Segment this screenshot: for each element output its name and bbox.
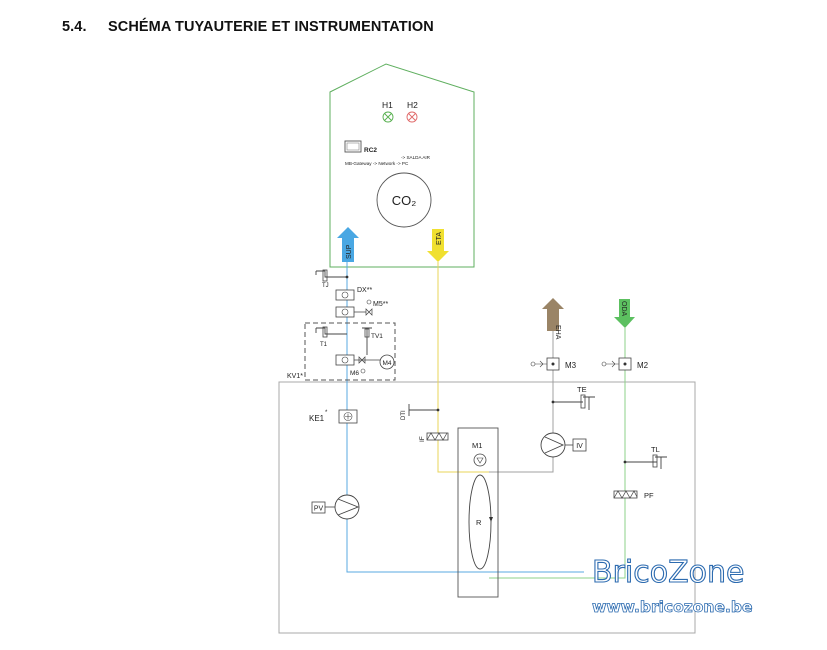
ahu-unit-casing bbox=[278, 381, 696, 634]
dx-label: DX** bbox=[357, 287, 372, 294]
m2-label: M2 bbox=[637, 361, 649, 370]
m5-coil bbox=[335, 306, 355, 318]
m1-label: M1 bbox=[472, 441, 482, 450]
lamp-h2-icon bbox=[406, 111, 418, 123]
temperature-sensor-te bbox=[553, 396, 595, 410]
outdoor-filter-pf bbox=[613, 490, 638, 499]
gateway-line2: MB-Gateway -> Network -> PC bbox=[345, 161, 409, 166]
exhaust-duct bbox=[489, 331, 554, 473]
watermark-url: www.bricozone.be bbox=[592, 598, 752, 616]
rotor-label: R bbox=[476, 518, 482, 527]
outdoor-air-arrow: ODA bbox=[614, 299, 635, 328]
m3-label: M3 bbox=[565, 361, 577, 370]
section-number: 5.4. bbox=[62, 19, 87, 35]
te-label: TE bbox=[577, 385, 587, 394]
m1-motor-icon bbox=[473, 453, 487, 467]
tv1-label: TV1 bbox=[371, 333, 383, 340]
remote-controller-icon bbox=[344, 140, 362, 153]
extract-duct bbox=[437, 262, 489, 473]
rotor-housing bbox=[457, 427, 499, 598]
extract-air-arrow: ETA bbox=[427, 229, 449, 262]
m5-valve-icon bbox=[354, 308, 373, 316]
svg-text:EHA: EHA bbox=[554, 325, 561, 340]
co2-sensor bbox=[376, 172, 432, 228]
dti-label: DTI bbox=[401, 410, 407, 420]
temperature-sensor-tl bbox=[625, 456, 667, 469]
svg-text:ODA: ODA bbox=[620, 301, 627, 317]
extract-filter-if bbox=[426, 432, 449, 441]
heating-coil bbox=[335, 354, 355, 366]
watermark-brand: BricoZone bbox=[592, 555, 744, 590]
kv1-label: KV1* bbox=[287, 373, 303, 380]
ke1-mark: * bbox=[325, 410, 328, 416]
supply-fan-icon bbox=[334, 494, 360, 520]
tl-label: TL bbox=[651, 445, 660, 454]
exhaust-air-arrow: EHA bbox=[542, 298, 564, 340]
m6-valve-icon bbox=[358, 356, 366, 364]
exhaust-fan-icon bbox=[540, 432, 566, 458]
supply-air-arrow: SUP bbox=[337, 227, 359, 262]
controller-label: RC2 bbox=[364, 147, 377, 154]
room-outline bbox=[329, 63, 475, 268]
svg-text:ETA: ETA bbox=[436, 232, 443, 245]
section-title: SCHÉMA TUYAUTERIE ET INSTRUMENTATION bbox=[108, 19, 434, 35]
dx-coil bbox=[335, 289, 355, 301]
lamp-h1-label: H1 bbox=[382, 100, 393, 110]
outdoor-duct bbox=[489, 328, 626, 579]
temperature-sensor-tv1 bbox=[362, 327, 372, 355]
co2-sensor-label: CO₂ bbox=[392, 193, 417, 208]
iv-label: IV bbox=[576, 443, 583, 450]
m6-label: M6 bbox=[350, 370, 359, 377]
outdoor-damper-m2 bbox=[601, 357, 632, 371]
m4-label: M4 bbox=[382, 360, 391, 367]
pf-label: PF bbox=[644, 491, 654, 500]
gateway-line1: -> SALDA AIR bbox=[401, 155, 431, 160]
temperature-sensor-tj bbox=[315, 269, 347, 282]
ke1-label: KE1 bbox=[309, 414, 325, 423]
lamp-h1-icon bbox=[382, 111, 394, 123]
if-label: IF bbox=[419, 436, 426, 442]
section-heading: 5.4. SCHÉMA TUYAUTERIE ET INSTRUMENTATION bbox=[62, 19, 434, 35]
pv-box bbox=[311, 501, 326, 514]
temperature-sensor-t1 bbox=[315, 327, 347, 335]
lamp-h2-label: H2 bbox=[407, 100, 418, 110]
dti-sensor bbox=[408, 404, 438, 416]
svg-text:SUP: SUP bbox=[346, 244, 353, 259]
m4-pump-icon bbox=[379, 354, 395, 370]
t1-label: T1 bbox=[320, 342, 328, 348]
pv-label: PV bbox=[314, 506, 324, 513]
m5-label: M5** bbox=[373, 301, 388, 308]
kv1-group-outline bbox=[304, 322, 396, 381]
tj-label: TJ bbox=[322, 283, 329, 289]
iv-box bbox=[572, 438, 587, 452]
exhaust-damper-m3 bbox=[530, 357, 560, 371]
